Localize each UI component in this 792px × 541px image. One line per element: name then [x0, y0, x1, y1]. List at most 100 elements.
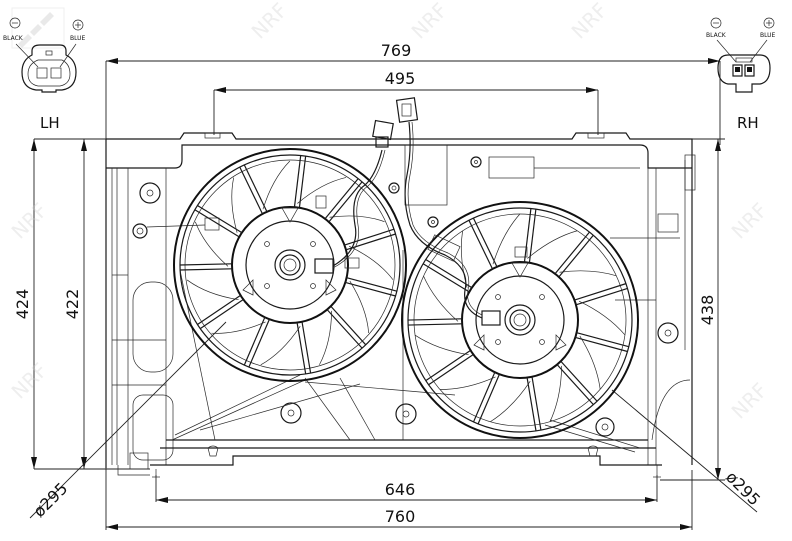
fan-blade: [211, 321, 266, 334]
fan-blade: [423, 275, 459, 322]
dim-769-text: 769: [381, 41, 412, 60]
fan-blade: [490, 380, 531, 423]
fan-strut: [324, 178, 359, 220]
fan-strut: [528, 209, 537, 263]
fan-blade: [297, 177, 347, 204]
svg-text:NRF: NRF: [7, 358, 53, 404]
fan-strut: [468, 220, 493, 270]
fan-blade: [195, 221, 229, 267]
fan-strut: [197, 294, 241, 325]
fan-strut: [293, 155, 302, 208]
fan-strut: [575, 287, 628, 306]
fan-blade: [186, 279, 239, 301]
fan-shroud: [105, 132, 696, 478]
fan-strut: [243, 317, 266, 366]
left-fan: [173, 148, 407, 382]
fan-strut: [180, 268, 233, 271]
fan-strut: [560, 360, 598, 402]
dim-646-text: 646: [385, 480, 416, 499]
dimension-424: 424: [13, 138, 180, 470]
fan-blade: [329, 215, 385, 223]
fan-blade: [439, 376, 496, 390]
svg-text:NRF: NRF: [7, 198, 53, 244]
fan-strut: [239, 166, 263, 215]
watermark-pattern: [11, 7, 65, 49]
fan-strut: [523, 208, 532, 263]
fan-strut: [330, 305, 367, 346]
harness-connector-1b: [375, 136, 389, 148]
rh-black-label: BLACK: [706, 32, 727, 39]
fan-strut: [296, 322, 307, 375]
fan-strut: [408, 323, 463, 326]
fan-strut: [556, 364, 594, 406]
fan-blade: [549, 365, 563, 422]
fan-strut: [422, 263, 470, 293]
fan-strut: [576, 332, 629, 348]
fan-strut: [575, 336, 628, 353]
fan-strut: [574, 283, 627, 301]
lh-connector: BLACK BLUE LH: [3, 17, 86, 132]
rh-label: RH: [737, 114, 759, 132]
watermark-logos: NRF NRF NRF NRF NRF NRF NRF: [7, 0, 773, 424]
harness-connector-1: [372, 119, 394, 141]
right-fan: [401, 201, 639, 439]
svg-text:NRF: NRF: [567, 0, 613, 44]
fan-strut: [248, 319, 270, 368]
fan-strut: [298, 156, 307, 208]
rh-blue-label: BLUE: [760, 32, 776, 39]
dim-495-text: 495: [385, 69, 416, 88]
fan-strut: [301, 321, 312, 374]
fan-blade: [319, 310, 333, 365]
dimension-760: 760: [106, 470, 693, 530]
fan-strut: [344, 228, 395, 246]
fan-strut: [554, 231, 590, 275]
lh-black-label: BLACK: [3, 35, 24, 42]
fan-strut: [428, 354, 474, 386]
fan-blade: [579, 335, 601, 390]
svg-text:NRF: NRF: [727, 198, 773, 244]
dimension-422: 422: [63, 139, 87, 469]
harness-connector-2: [395, 97, 419, 123]
positive-icon: [763, 17, 775, 29]
negative-icon: [9, 17, 21, 29]
fan-strut: [179, 263, 232, 266]
dimension-495: 495: [213, 69, 599, 135]
negative-icon: [710, 17, 722, 29]
fan-blade: [262, 160, 291, 210]
fan-strut: [531, 376, 542, 431]
fan-strut: [199, 299, 244, 330]
fan-strut: [346, 277, 398, 292]
fan-strut: [345, 233, 396, 251]
wiring-harness: [332, 97, 483, 319]
fan-blade: [414, 334, 469, 356]
fan-strut: [326, 309, 363, 349]
rh-connector: BLACK BLUE RH: [706, 17, 776, 132]
dimension-438: 438: [640, 138, 725, 481]
fan-blade: [527, 230, 578, 259]
fan-blade: [231, 177, 238, 233]
fan-blade: [559, 270, 617, 277]
dim-424-text: 424: [13, 289, 32, 320]
fan-strut: [425, 258, 473, 289]
dim-760-text: 760: [385, 507, 416, 526]
fan-blade: [578, 300, 626, 336]
fan-strut: [345, 281, 396, 297]
fan-blade: [492, 213, 521, 265]
fan-strut: [328, 181, 363, 223]
fan-blade: [260, 325, 301, 366]
fan-strut: [243, 164, 268, 212]
lh-label: LH: [40, 114, 60, 132]
svg-text:NRF: NRF: [247, 0, 293, 44]
fan-strut: [477, 374, 500, 425]
lh-blue-label: BLUE: [70, 35, 86, 42]
dia-left-text: ø295: [29, 479, 71, 521]
fan-strut: [526, 377, 537, 431]
svg-text:NRF: NRF: [727, 378, 773, 424]
fan-strut: [194, 209, 240, 238]
fan-blade: [349, 280, 370, 334]
fan-strut: [558, 234, 594, 278]
dim-438-text: 438: [698, 295, 717, 326]
fan-blade: [460, 230, 468, 288]
svg-text:NRF: NRF: [407, 0, 453, 44]
